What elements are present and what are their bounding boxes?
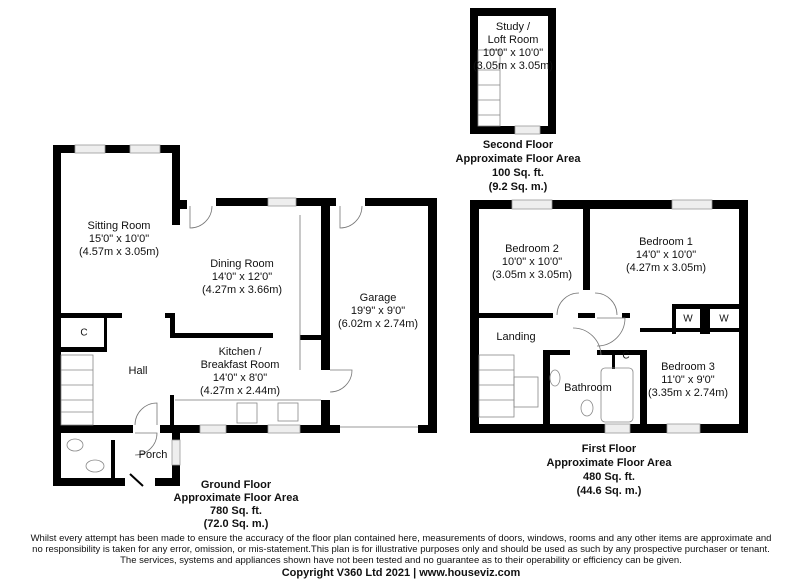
disclaimer-line: no responsibility is taken for any error…	[32, 544, 770, 555]
room-porch: Porch	[138, 449, 168, 461]
room-kitchen-breakfast: Kitchen / Breakfast Room 14'0" x 8'0" (4…	[200, 346, 280, 398]
area-label: Approximate Floor Area	[173, 492, 299, 504]
area-sqft: 780 Sq. ft.	[210, 505, 262, 517]
room-name: Sitting Room	[87, 220, 151, 232]
room-sitting-room: Sitting Room 15'0" x 10'0" (4.57m x 3.05…	[79, 220, 159, 259]
room-bedroom-2: Bedroom 2 10'0" x 10'0" (3.05m x 3.05m)	[492, 243, 572, 282]
room-size-imperial: 11'0" x 9'0"	[661, 374, 715, 386]
cupboard-label: C	[80, 327, 88, 339]
area-sqm: (9.2 Sq. m.)	[488, 181, 548, 193]
room-size-metric: (3.05m x 3.05m)	[491, 269, 573, 281]
room-garage: Garage 19'9" x 9'0" (6.02m x 2.74m)	[338, 292, 418, 331]
area-label: Approximate Floor Area	[546, 457, 672, 469]
room-name: Bedroom 2	[505, 243, 559, 255]
door-swings	[129, 205, 626, 487]
area-sqm: (44.6 Sq. m.)	[576, 485, 642, 497]
room-size-metric: (4.27m x 3.66m)	[201, 284, 283, 296]
room-size-imperial: 10'0" x 10'0"	[501, 256, 563, 268]
room-bedroom-3: Bedroom 3 11'0" x 9'0" (3.35m x 2.74m)	[648, 361, 728, 400]
floor-name: Ground Floor	[200, 479, 272, 491]
room-bedroom-1: Bedroom 1 14'0" x 10'0" (4.27m x 3.05m)	[626, 236, 706, 275]
room-name-2: Loft Room	[487, 34, 539, 46]
room-size-imperial: 15'0" x 10'0"	[88, 233, 150, 245]
windows	[74, 125, 713, 466]
room-name: Bedroom 1	[639, 236, 693, 248]
cupboard-label: C	[622, 350, 630, 362]
room-size-imperial: 14'0" x 12'0"	[211, 271, 273, 283]
room-size-imperial: 10'0" x 10'0"	[482, 47, 544, 59]
room-name: Study /	[495, 21, 531, 33]
disclaimer-line: The services, systems and appliances sho…	[120, 555, 682, 566]
first-floor-caption: First Floor Approximate Floor Area 480 S…	[547, 442, 672, 498]
floor-name: First Floor	[581, 443, 637, 455]
stairs	[60, 49, 634, 473]
room-size-metric: (4.57m x 3.05m)	[78, 246, 160, 258]
room-size-metric: (4.27m x 2.44m)	[199, 385, 281, 397]
room-dining-room: Dining Room 14'0" x 12'0" (4.27m x 3.66m…	[202, 258, 282, 297]
room-name: Bedroom 3	[661, 361, 715, 373]
room-bathroom: Bathroom	[564, 382, 612, 394]
room-landing: Landing	[496, 331, 536, 343]
disclaimer: Whilst every attempt has been made to en…	[0, 533, 802, 566]
room-size-imperial: 14'0" x 10'0"	[635, 249, 697, 261]
wardrobe-label: W	[683, 313, 693, 325]
copyright: Copyright V360 Ltd 2021 | www.houseviz.c…	[281, 567, 521, 579]
room-size-metric: (3.35m x 2.74m)	[647, 387, 729, 399]
room-size-imperial: 19'9" x 9'0"	[350, 305, 406, 317]
room-size-imperial: 14'0" x 8'0"	[212, 372, 268, 384]
floor-name: Second Floor	[482, 139, 554, 151]
room-size-metric: (3.05m x 3.05m)	[472, 60, 554, 72]
room-name: Kitchen /	[218, 346, 262, 358]
walls	[53, 8, 748, 486]
ground-floor-caption: Ground Floor Approximate Floor Area 780 …	[174, 479, 299, 531]
area-sqft: 480 Sq. ft.	[583, 471, 635, 483]
area-label: Approximate Floor Area	[455, 153, 581, 165]
room-size-metric: (4.27m x 3.05m)	[625, 262, 707, 274]
wardrobe-label: W	[719, 313, 729, 325]
room-study-loft: Study / Loft Room 10'0" x 10'0" (3.05m x…	[473, 21, 553, 73]
area-sqm: (72.0 Sq. m.)	[203, 518, 269, 530]
second-floor-caption: Second Floor Approximate Floor Area 100 …	[456, 138, 581, 194]
area-sqft: 100 Sq. ft.	[492, 167, 544, 179]
room-hall: Hall	[128, 365, 148, 377]
room-name: Garage	[359, 292, 397, 304]
room-name: Dining Room	[210, 258, 274, 270]
room-size-metric: (6.02m x 2.74m)	[337, 318, 419, 330]
room-name-2: Breakfast Room	[200, 359, 280, 371]
disclaimer-line: Whilst every attempt has been made to en…	[30, 533, 772, 544]
